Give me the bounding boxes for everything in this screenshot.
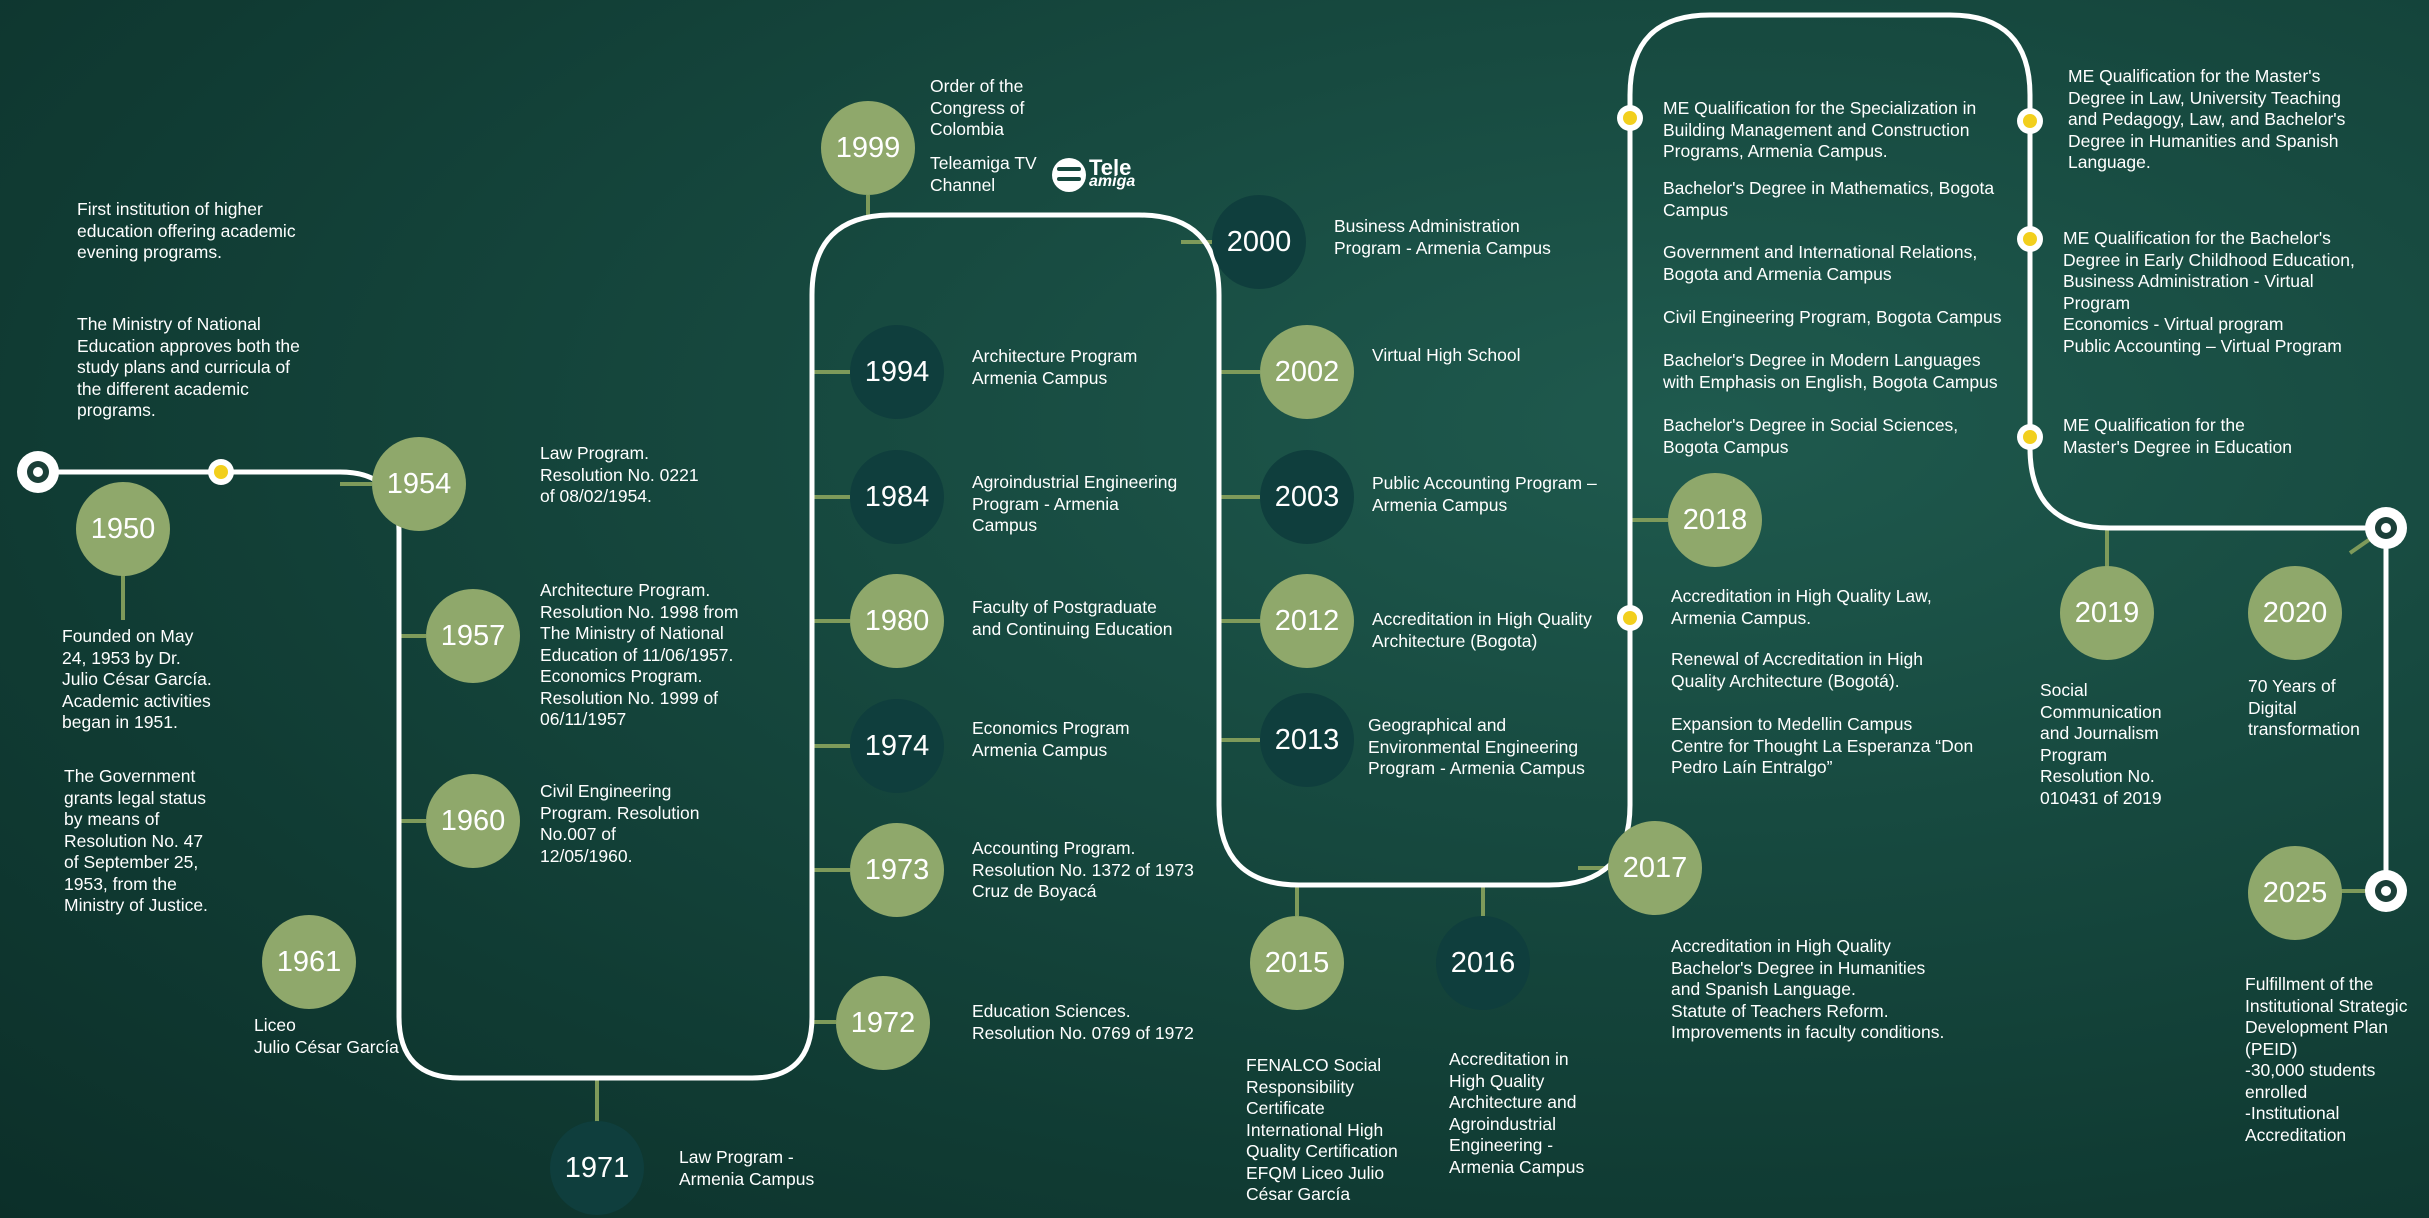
text-1972: Education Sciences. Resolution No. 0769 … — [972, 1001, 1194, 1043]
text-2012: Accreditation in High Quality Architectu… — [1372, 609, 1592, 651]
text-1960: Civil Engineering Program. Resolution No… — [540, 781, 700, 866]
year-1994: 1994 — [850, 325, 944, 419]
note-modern-languages: Bachelor's Degree in Modern Languages wi… — [1663, 350, 1998, 392]
year-2002: 2002 — [1260, 325, 1354, 419]
teleamiga-logo-icon — [1052, 158, 1086, 192]
note-me-masters-education: ME Qualification for the Master's Degree… — [2063, 415, 2293, 457]
note-civil-bogota: Civil Engineering Program, Bogota Campus — [1663, 307, 2002, 327]
text-1980: Faculty of Postgraduate and Continuing E… — [972, 597, 1173, 639]
year-1984: 1984 — [850, 450, 944, 544]
text-1984: Agroindustrial Engineering Program - Arm… — [972, 472, 1178, 535]
note-social-sciences: Bachelor's Degree in Social Sciences, Bo… — [1663, 415, 1959, 457]
text-1994: Architecture Program Armenia Campus — [972, 346, 1138, 388]
logo-bottom-text: amiga — [1089, 173, 1136, 190]
text-1973: Accounting Program. Resolution No. 1372 … — [972, 838, 1194, 901]
note-first-institution: First institution of higher education of… — [77, 199, 296, 262]
timeline-track — [38, 12, 2389, 1081]
year-1954: 1954 — [372, 437, 466, 531]
note-math-bogota: Bachelor's Degree in Mathematics, Bogota… — [1663, 178, 1995, 220]
note-me-specialization: ME Qualification for the Specialization … — [1663, 98, 1977, 161]
text-1950: Founded on May 24, 1953 by Dr. Julio Cés… — [62, 626, 212, 732]
note-gov-relations: Government and International Relations, … — [1663, 242, 1978, 284]
note-medellin-expansion: Expansion to Medellin Campus Centre for … — [1671, 714, 1974, 777]
text-2003: Public Accounting Program – Armenia Camp… — [1372, 473, 1597, 515]
year-2012: 2012 — [1260, 574, 1354, 668]
year-1971: 1971 — [550, 1121, 644, 1215]
year-2016: 2016 — [1436, 916, 1530, 1010]
year-2017: 2017 — [1608, 821, 1702, 915]
text-1957: Architecture Program. Resolution No. 199… — [540, 580, 739, 729]
text-2020: 70 Years of Digital transformation — [2248, 676, 2360, 739]
connector-lines — [121, 195, 2388, 1124]
text-2017: Accreditation in High Quality Bachelor's… — [1671, 936, 1945, 1042]
year-2000: 2000 — [1212, 195, 1306, 289]
text-1974: Economics Program Armenia Campus — [972, 718, 1130, 760]
year-2020: 2020 — [2248, 566, 2342, 660]
text-2018: Accreditation in High Quality Law, Armen… — [1671, 586, 1932, 628]
year-1972: 1972 — [836, 976, 930, 1070]
year-1980: 1980 — [850, 574, 944, 668]
text-1999: Order of the Congress of Colombia — [930, 76, 1025, 139]
year-1960: 1960 — [426, 774, 520, 868]
text-2013: Geographical and Environmental Engineeri… — [1368, 715, 1585, 778]
note-renewal-architecture: Renewal of Accreditation in High Quality… — [1671, 649, 1923, 691]
year-2003: 2003 — [1260, 450, 1354, 544]
note-government-legal-status: The Government grants legal status by me… — [64, 766, 208, 915]
note-me-early-childhood: ME Qualification for the Bachelor's Degr… — [2063, 228, 2355, 356]
note-me-masters-law: ME Qualification for the Master's Degree… — [2068, 66, 2346, 172]
teleamiga-logo: Tele amiga — [1052, 155, 1135, 195]
text-2000: Business Administration Program - Armeni… — [1334, 216, 1551, 258]
year-2018: 2018 — [1668, 473, 1762, 567]
note-teleamiga: Teleamiga TV Channel — [930, 153, 1037, 195]
track-endpoints — [17, 451, 2407, 912]
year-2019: 2019 — [2060, 566, 2154, 660]
text-1954: Law Program. Resolution No. 0221 of 08/0… — [540, 443, 699, 506]
year-1961: 1961 — [262, 915, 356, 1009]
track-markers — [208, 105, 2043, 631]
year-2015: 2015 — [1250, 916, 1344, 1010]
year-2013: 2013 — [1260, 693, 1354, 787]
text-2016: Accreditation in High Quality Architectu… — [1449, 1049, 1585, 1177]
year-1957: 1957 — [426, 589, 520, 683]
year-1973: 1973 — [850, 823, 944, 917]
year-1950: 1950 — [76, 482, 170, 576]
year-2025: 2025 — [2248, 846, 2342, 940]
text-2019: Social Communication and Journalism Prog… — [2040, 680, 2162, 808]
text-2025: Fulfillment of the Institutional Strateg… — [2245, 974, 2408, 1145]
text-2015: FENALCO Social Responsibility Certificat… — [1246, 1055, 1398, 1204]
note-ministry-approval: The Ministry of National Education appro… — [77, 314, 300, 420]
text-1971: Law Program - Armenia Campus — [679, 1147, 815, 1189]
logo-top-text: Tele — [1089, 155, 1132, 180]
text-1961: Liceo Julio César García — [254, 1015, 399, 1057]
year-1974: 1974 — [850, 699, 944, 793]
year-1999: 1999 — [821, 101, 915, 195]
text-2002: Virtual High School — [1372, 345, 1521, 365]
